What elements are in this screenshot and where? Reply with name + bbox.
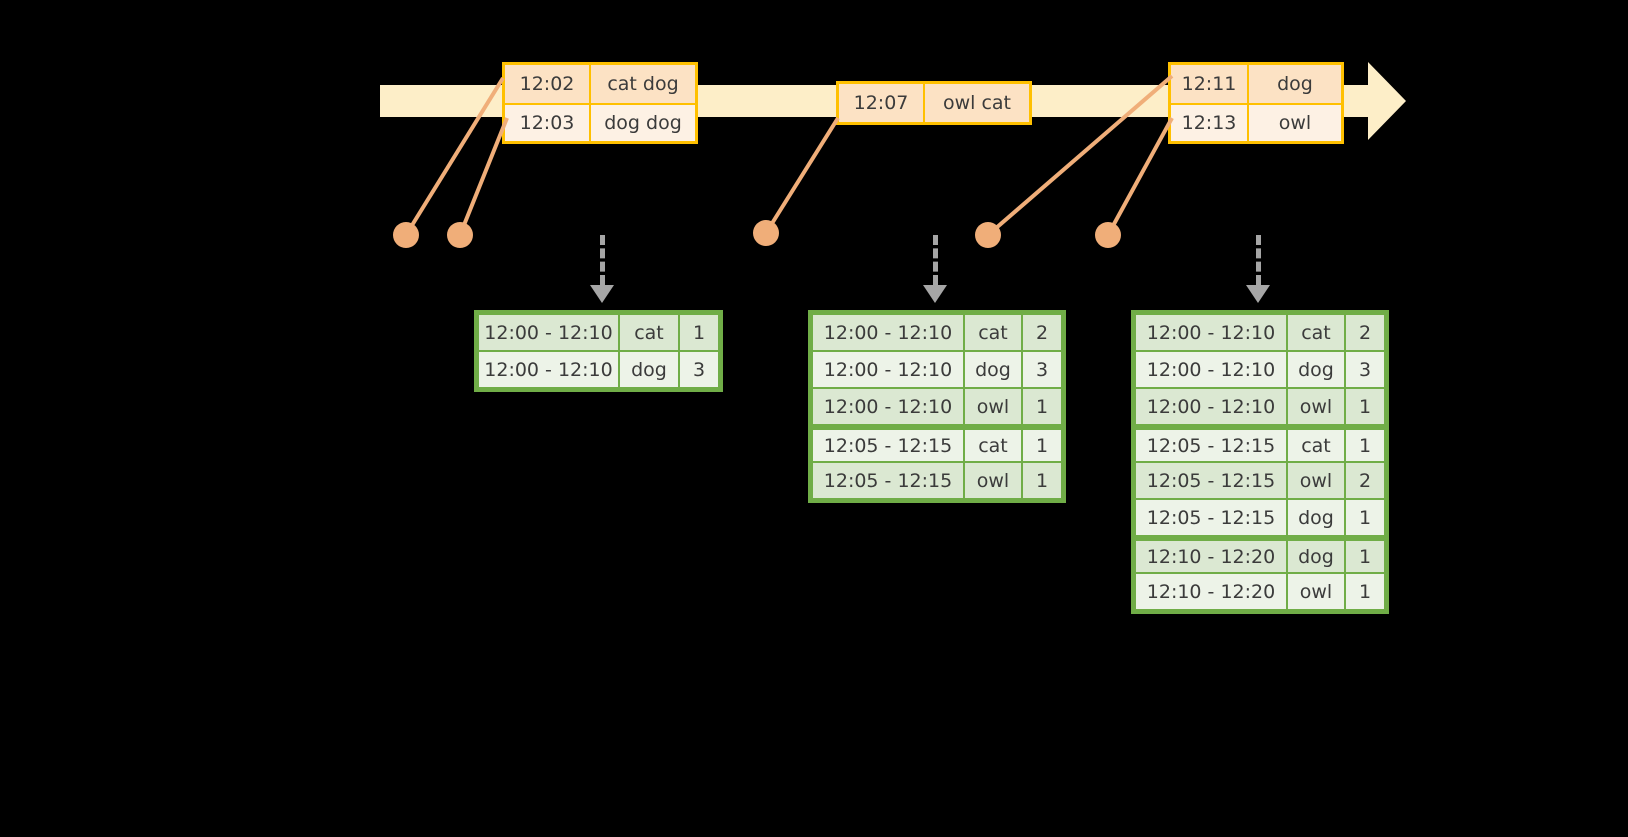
event-row[interactable]: 12:13 owl (1171, 103, 1341, 141)
cell-window: 12:00 - 12:10 (478, 314, 619, 351)
cell-window: 12:05 - 12:15 (1135, 499, 1287, 536)
event-group-a[interactable]: 12:02 cat dog 12:03 dog dog (502, 62, 698, 144)
cell-window: 12:00 - 12:10 (812, 388, 964, 425)
cell-count: 2 (1022, 314, 1062, 351)
cell-key: owl (1287, 388, 1345, 425)
cell-count: 3 (1345, 351, 1385, 388)
event-time: 12:07 (839, 84, 923, 122)
cell-count: 2 (1345, 314, 1385, 351)
cell-window: 12:00 - 12:10 (812, 314, 964, 351)
cell-key: owl (1287, 573, 1345, 610)
emit-arrow-head-3 (1246, 285, 1270, 303)
emit-arrow-line-2 (933, 235, 938, 285)
cell-count: 2 (1345, 462, 1385, 499)
event-dot-2[interactable] (447, 222, 473, 248)
emit-arrow-line-3 (1256, 235, 1261, 285)
event-time: 12:13 (1171, 105, 1247, 141)
emit-arrow-line-1 (600, 235, 605, 285)
cell-key: dog (1287, 351, 1345, 388)
cell-window: 12:00 - 12:10 (1135, 314, 1287, 351)
event-time: 12:02 (505, 65, 589, 103)
cell-window: 12:05 - 12:15 (812, 429, 964, 462)
emit-arrow-head-2 (923, 285, 947, 303)
cell-count: 1 (1345, 540, 1385, 573)
event-value: owl cat (923, 84, 1029, 122)
cell-key: dog (964, 351, 1022, 388)
cell-key: owl (964, 462, 1022, 499)
event-row[interactable]: 12:11 dog (1171, 65, 1341, 103)
cell-count: 1 (1345, 573, 1385, 610)
cell-window: 12:05 - 12:15 (812, 462, 964, 499)
cell-count: 1 (1345, 499, 1385, 536)
cell-count: 1 (1345, 429, 1385, 462)
event-row[interactable]: 12:07 owl cat (839, 84, 1029, 122)
event-row[interactable]: 12:03 dog dog (505, 103, 695, 141)
event-value: owl (1247, 105, 1341, 141)
event-dot-1[interactable] (393, 222, 419, 248)
event-group-b[interactable]: 12:07 owl cat (836, 81, 1032, 125)
emit-arrow-head-1 (590, 285, 614, 303)
event-value: cat dog (589, 65, 695, 103)
timeline-arrow-head (1368, 62, 1406, 140)
cell-key: dog (1287, 499, 1345, 536)
event-dot-3[interactable] (753, 220, 779, 246)
event-value: dog dog (589, 105, 695, 141)
cell-key: owl (964, 388, 1022, 425)
cell-key: cat (964, 429, 1022, 462)
cell-count: 1 (1022, 388, 1062, 425)
event-time: 12:11 (1171, 65, 1247, 103)
cell-key: cat (1287, 314, 1345, 351)
event-dot-5[interactable] (1095, 222, 1121, 248)
cell-window: 12:10 - 12:20 (1135, 573, 1287, 610)
event-value: dog (1247, 65, 1341, 103)
cell-key: dog (619, 351, 679, 388)
cell-count: 1 (679, 314, 719, 351)
cell-count: 1 (1022, 429, 1062, 462)
cell-window: 12:05 - 12:15 (1135, 429, 1287, 462)
cell-key: owl (1287, 462, 1345, 499)
cell-key: dog (1287, 540, 1345, 573)
cell-count: 1 (1345, 388, 1385, 425)
cell-count: 3 (679, 351, 719, 388)
event-row[interactable]: 12:02 cat dog (505, 65, 695, 103)
cell-count: 1 (1022, 462, 1062, 499)
cell-key: cat (964, 314, 1022, 351)
cell-window: 12:00 - 12:10 (1135, 388, 1287, 425)
event-group-c[interactable]: 12:11 dog 12:13 owl (1168, 62, 1344, 144)
cell-window: 12:10 - 12:20 (1135, 540, 1287, 573)
event-dot-4[interactable] (975, 222, 1001, 248)
cell-key: cat (619, 314, 679, 351)
cell-count: 3 (1022, 351, 1062, 388)
cell-key: cat (1287, 429, 1345, 462)
cell-window: 12:05 - 12:15 (1135, 462, 1287, 499)
cell-window: 12:00 - 12:10 (812, 351, 964, 388)
cell-window: 12:00 - 12:10 (478, 351, 619, 388)
event-time: 12:03 (505, 105, 589, 141)
cell-window: 12:00 - 12:10 (1135, 351, 1287, 388)
